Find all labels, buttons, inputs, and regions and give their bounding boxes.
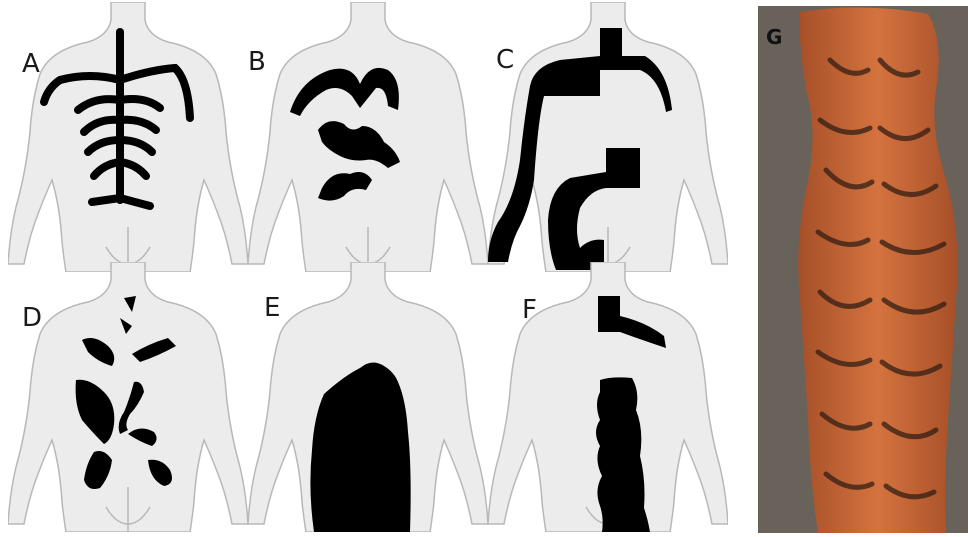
panel-label-a: A	[22, 49, 40, 79]
panel-d	[8, 262, 248, 532]
panel-b	[248, 2, 488, 272]
panel-a	[8, 2, 248, 272]
fur-body	[798, 7, 957, 533]
panel-label-c: C	[496, 45, 514, 75]
panel-g-photo	[758, 6, 968, 533]
panel-c	[488, 2, 728, 272]
panel-label-g: G	[766, 25, 782, 49]
panel-label-b: B	[248, 47, 266, 77]
panel-e	[248, 262, 488, 532]
panel-label-d: D	[22, 303, 42, 333]
panel-label-f: F	[522, 295, 537, 325]
panel-label-e: E	[264, 293, 280, 323]
